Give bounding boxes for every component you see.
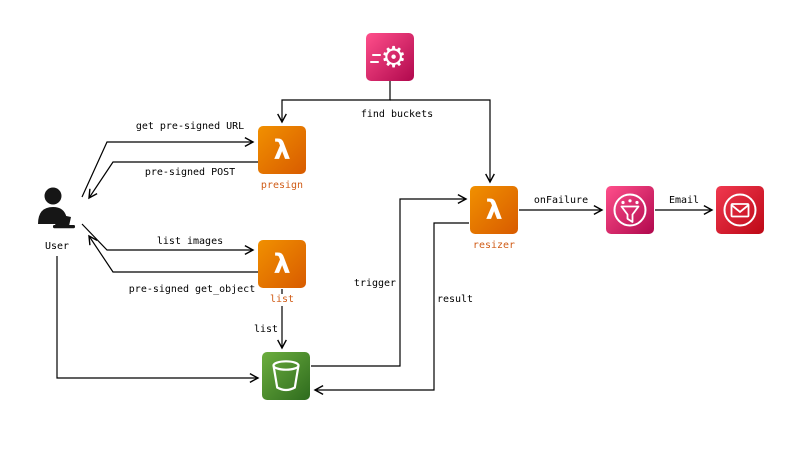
edge-label-presigned-get-object: pre-signed get_object	[126, 284, 258, 296]
edge-label-presigned-post: pre-signed POST	[142, 167, 238, 179]
edge-label-find-buckets: find buckets	[358, 109, 436, 121]
edge-find-buckets-to-presign	[277, 81, 391, 124]
gear-schedule-icon: ⚙	[380, 39, 407, 74]
speed-line-icon	[370, 61, 379, 64]
speed-line-icon	[372, 54, 381, 57]
presign-lambda-node: λ	[258, 126, 306, 174]
ses-node	[716, 186, 764, 234]
edge-label-list-images: list images	[154, 236, 226, 248]
s3-bucket-node	[262, 352, 310, 400]
edge-label-list-bucket: list	[251, 324, 281, 336]
edge-find-buckets-to-resizer	[390, 99, 495, 184]
edge-presigned-get-object	[88, 234, 258, 273]
edge-label-result: result	[434, 294, 476, 306]
edge-label-on-failure: onFailure	[531, 195, 591, 207]
sns-node	[606, 186, 654, 234]
lambda-icon: λ	[273, 248, 291, 280]
edge-presigned-post	[88, 161, 258, 200]
edge-trigger	[311, 194, 468, 367]
resizer-label: resizer	[470, 240, 518, 252]
edge-get-presigned-url	[81, 137, 255, 198]
edge-list-images	[81, 223, 255, 255]
edge-result	[313, 222, 469, 395]
edge-label-trigger: trigger	[351, 278, 399, 290]
resizer-lambda-node: λ	[470, 186, 518, 234]
person-icon	[38, 187, 75, 229]
email-envelope-icon	[723, 193, 757, 227]
presign-label: presign	[258, 180, 306, 192]
list-lambda-node: λ	[258, 240, 306, 288]
lambda-icon: λ	[485, 194, 503, 226]
list-label: list	[267, 294, 297, 306]
lambda-icon: λ	[273, 134, 291, 166]
edge-label-email: Email	[666, 195, 702, 207]
edge-user-to-bucket	[56, 256, 260, 383]
user-label: User	[42, 241, 72, 253]
notification-filter-icon	[613, 193, 647, 227]
s3-bucket-icon	[272, 360, 300, 392]
edge-label-get-presigned-url: get pre-signed URL	[133, 121, 247, 133]
scheduler-node: ⚙	[366, 33, 414, 81]
